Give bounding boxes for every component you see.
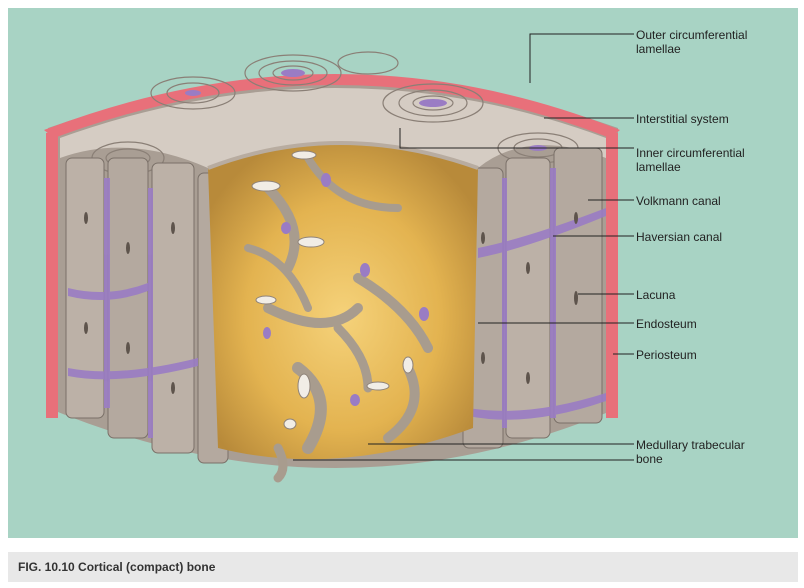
leader-lines: [293, 33, 634, 461]
label-medullary-trabecular-bone: Medullary trabecular bone: [636, 438, 745, 466]
marrow-canals: [263, 173, 429, 406]
osteon-columns-left: [65, 157, 229, 464]
label-haversian-canal: Haversian canal: [636, 230, 723, 244]
label-volkmann-canal: Volkmann canal: [636, 194, 721, 208]
lacunae: [84, 212, 578, 394]
bone-diagram: Outer circumferential lamellae Interstit…: [8, 8, 798, 538]
label-endosteum: Endosteum: [636, 317, 697, 331]
trabecular-ends: [251, 150, 414, 430]
haversian-canals-top: [185, 69, 547, 151]
endosteum: [207, 141, 479, 170]
caption-bar: FIG. 10.10 Cortical (compact) bone: [8, 552, 798, 582]
periosteum-right: [606, 133, 618, 418]
label-lacuna: Lacuna: [636, 288, 676, 302]
bone-illustration: [44, 33, 634, 483]
label-periosteum: Periosteum: [636, 348, 697, 362]
periosteum-left: [46, 133, 58, 418]
volkmann-haversian-canals-walls: [68, 168, 606, 438]
label-inner-circumferential-lamellae: Inner circumferential lamellae: [636, 146, 745, 174]
periosteum-top: [44, 74, 620, 138]
label-interstitial-system: Interstitial system: [636, 112, 729, 126]
figure-caption: FIG. 10.10 Cortical (compact) bone: [18, 560, 216, 574]
label-outer-circumferential-lamellae: Outer circumferential lamellae: [636, 28, 748, 56]
